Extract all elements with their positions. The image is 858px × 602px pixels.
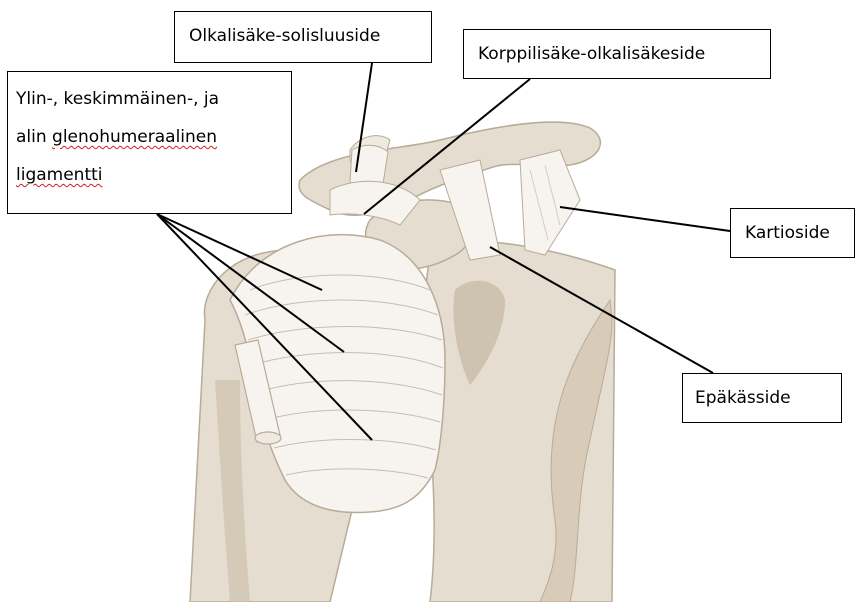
leader-conoid — [560, 207, 730, 231]
label-gh-line3: ligamentti — [16, 156, 103, 194]
label-gh-line2-word: glenohumeraalinen — [52, 127, 217, 147]
label-coracoacromial: Korppilisäke-olkalisäkeside — [463, 29, 771, 79]
label-gh-line2-prefix: alin — [16, 127, 52, 147]
label-conoid: Kartioside — [730, 208, 855, 258]
label-gh-line1: Ylin-, keskimmäinen-, ja — [16, 80, 283, 118]
label-trapezoid: Epäkässide — [682, 373, 842, 423]
label-acromioclavicular: Olkalisäke-solisluuside — [174, 11, 432, 63]
conoid-ligament — [520, 150, 580, 255]
label-gh-line2: alin glenohumeraalinen — [16, 118, 283, 156]
label-glenohumeral-ligaments: Ylin-, keskimmäinen-, ja alin glenohumer… — [7, 71, 292, 214]
